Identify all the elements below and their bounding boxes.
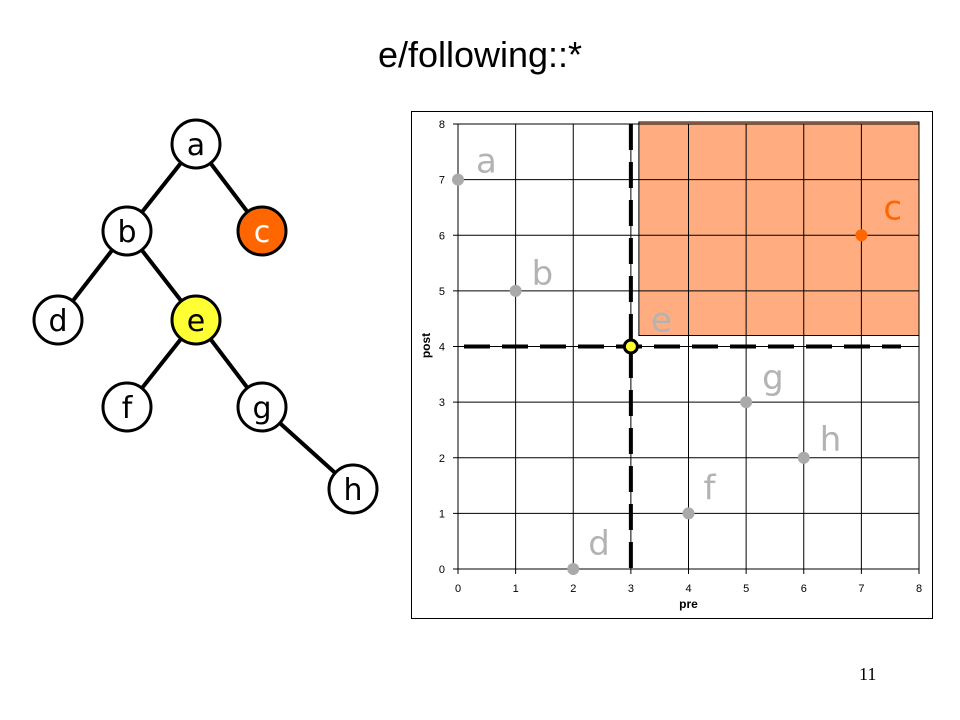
- point-label: e: [651, 301, 672, 341]
- y-tick-label: 8: [439, 119, 445, 131]
- point-label: b: [532, 254, 554, 294]
- point-marker: [855, 229, 868, 242]
- tree-node-label: b: [117, 215, 136, 250]
- y-tick-label: 7: [439, 175, 445, 187]
- y-tick-label: 6: [439, 230, 445, 242]
- point-b: b: [509, 254, 554, 297]
- tree-node-d: d: [32, 294, 84, 346]
- x-tick-label: 7: [858, 583, 864, 595]
- tree-node-f: f: [101, 381, 153, 433]
- y-tick-label: 3: [439, 397, 445, 409]
- point-marker: [740, 396, 753, 409]
- tree-node-circle: [170, 294, 222, 346]
- tree-node-circle: [236, 205, 288, 257]
- tree-node-b: b: [101, 205, 153, 257]
- x-tick-label: 5: [743, 583, 749, 595]
- tree-node-g: g: [236, 381, 288, 433]
- page-number: 11: [859, 664, 877, 684]
- tree-node-circle: [327, 463, 379, 515]
- x-tick-label: 4: [685, 583, 691, 595]
- point-g: g: [740, 358, 784, 409]
- pre-post-plot: 0 1 2 3 4 5 6 7 8 0 1 2 3 4 5 6 7 8 pre post a b c d e f gh: [419, 119, 922, 611]
- x-tick-label: 3: [628, 583, 634, 595]
- tree-node-label: f: [122, 391, 134, 426]
- tree-node-h: h: [327, 463, 379, 515]
- point-e: e: [622, 301, 672, 355]
- tree-node-e: e: [170, 294, 222, 346]
- tree-node-a: a: [170, 118, 222, 170]
- y-tick-label: 1: [439, 508, 445, 520]
- y-tick-label: 5: [439, 286, 445, 298]
- tree-node-label: d: [48, 304, 67, 339]
- tree-node-circle: [236, 381, 288, 433]
- y-axis-label: post: [419, 333, 433, 358]
- point-label: f: [704, 468, 717, 508]
- point-d: d: [567, 524, 610, 575]
- tree-node-label: e: [187, 304, 205, 339]
- point-label: a: [476, 142, 497, 182]
- point-c: c: [855, 188, 902, 242]
- y-tick-label: 4: [439, 342, 445, 354]
- tree-diagram: a b c d e f g h: [32, 118, 379, 515]
- grid: [453, 123, 920, 574]
- y-tick-label: 0: [439, 564, 445, 576]
- point-label: g: [762, 358, 784, 398]
- point-label: c: [883, 188, 902, 228]
- point-marker: [682, 507, 695, 520]
- point-h: h: [797, 420, 842, 464]
- x-tick-label: 0: [455, 583, 461, 595]
- x-tick-label: 2: [570, 583, 576, 595]
- tree-node-circle: [101, 381, 153, 433]
- tree-node-label: h: [343, 473, 362, 508]
- point-label: d: [588, 524, 610, 564]
- point-marker: [452, 173, 464, 186]
- slide-title: e/following::*: [377, 34, 583, 75]
- point-marker: [797, 451, 810, 464]
- x-tick-label: 8: [916, 583, 922, 595]
- point-label: h: [820, 420, 842, 460]
- tree-node-c: c: [236, 205, 288, 257]
- following-region: [638, 121, 920, 336]
- tree-node-label: a: [187, 128, 205, 163]
- tree-node-label: g: [252, 391, 271, 426]
- point-marker: [622, 338, 639, 355]
- point-a: a: [452, 142, 497, 186]
- tree-node-label: c: [254, 215, 271, 250]
- x-tick-label: 1: [513, 583, 519, 595]
- y-tick-label: 2: [439, 453, 445, 465]
- point-marker: [567, 563, 580, 575]
- tree-node-circle: [32, 294, 84, 346]
- x-tick-label: 6: [801, 583, 807, 595]
- point-marker: [509, 284, 522, 297]
- tree-node-circle: [170, 118, 222, 170]
- x-axis-label: pre: [679, 597, 698, 611]
- tree-node-circle: [101, 205, 153, 257]
- point-f: f: [682, 468, 717, 520]
